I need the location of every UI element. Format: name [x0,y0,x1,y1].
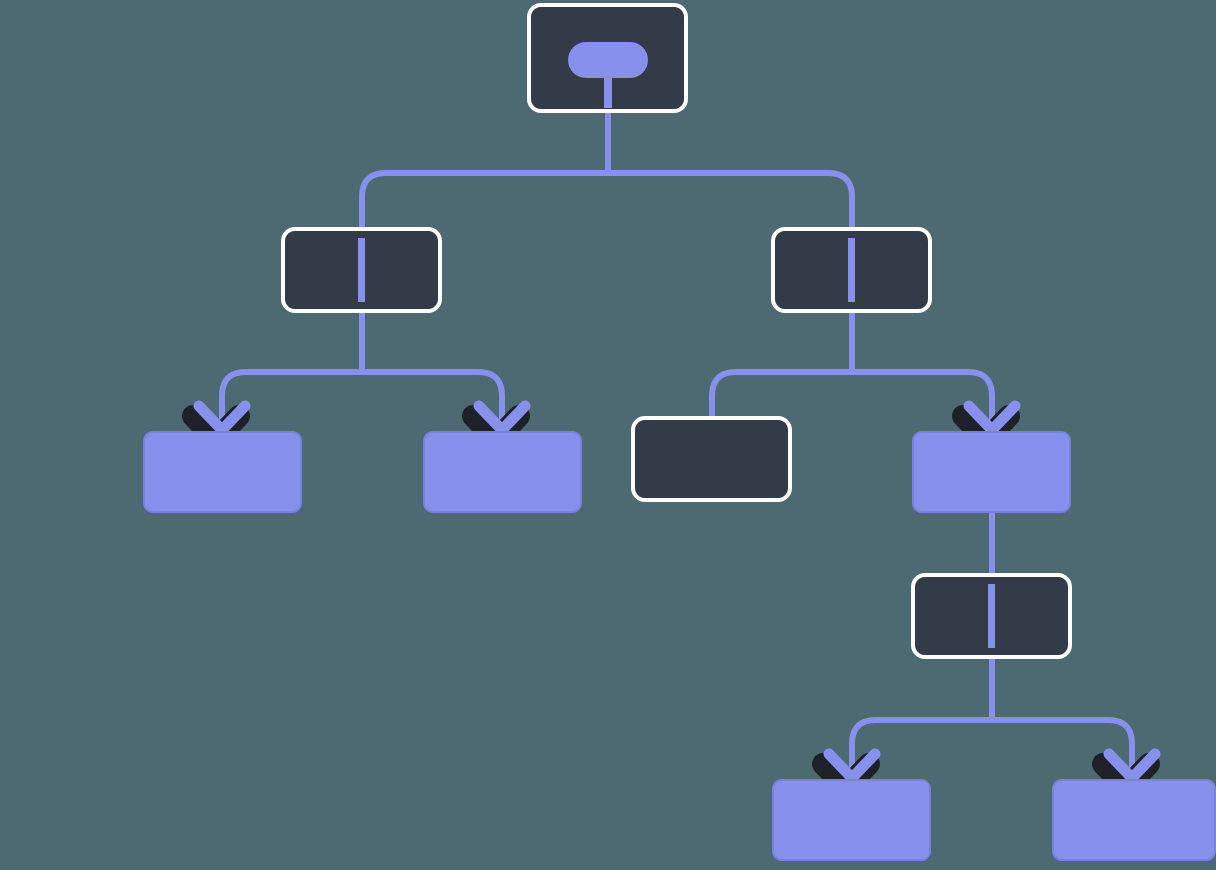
node-l1-right-through-line [848,238,855,302]
root-pill-stem [604,62,612,108]
edge-l1right-l2c [709,369,852,418]
edge-l1left-l2a [219,369,362,432]
node-l2-d[interactable] [912,431,1071,513]
edge-root-l1right [608,170,855,230]
edge-l1right-l2d [852,369,995,432]
node-l2-b[interactable] [423,431,582,513]
node-l2-a[interactable] [143,431,302,513]
edge-l3-l4left [849,717,992,780]
node-l2-c[interactable] [631,416,792,502]
node-l3-through-line [988,584,995,648]
edge-root-l1left [359,170,608,230]
edge-l3-l4right [992,717,1135,780]
edge-l1left-l2b [362,369,505,432]
node-l1-left-through-line [358,238,365,302]
node-l4-left[interactable] [772,779,931,861]
node-l4-right[interactable] [1052,779,1216,861]
